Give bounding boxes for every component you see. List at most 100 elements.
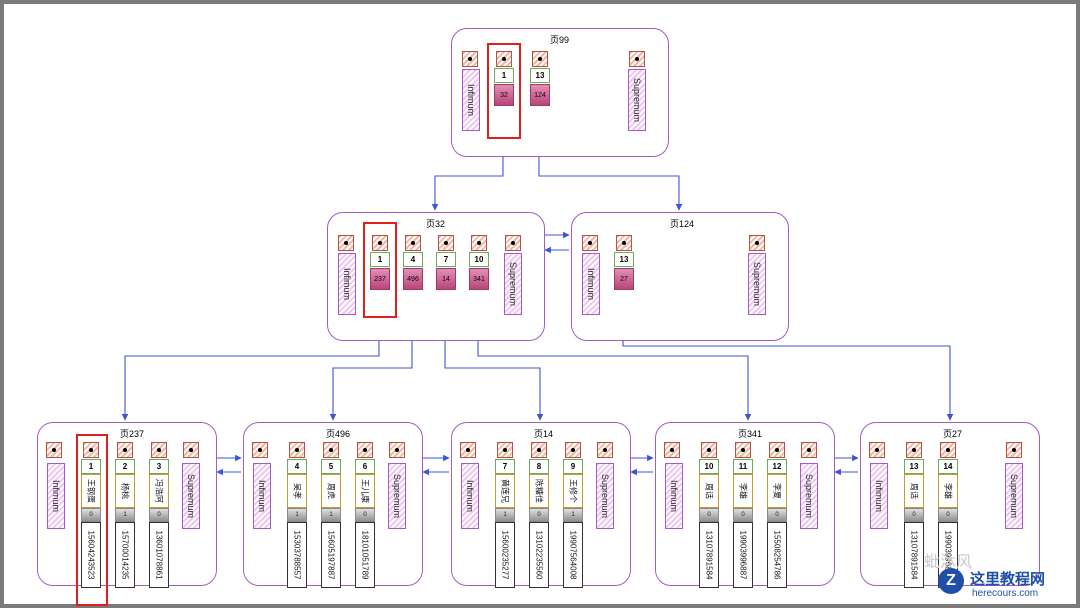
leaf-page-14-record-name-text: 王修个 xyxy=(568,479,578,503)
leaf-page-496-record-id: 5 xyxy=(321,459,341,474)
root-infimum-box-label: Infimum xyxy=(466,83,476,117)
internal-page-32-record-key: 10 xyxy=(469,252,489,267)
root-supremum-box: Supremum xyxy=(628,69,646,131)
leaf-page-341-record-phone-text: 13107891584 xyxy=(704,530,714,580)
leaf-page-341-record-flag: 0 xyxy=(767,508,787,522)
leaf-page-14-infimum-box-label: Infimum xyxy=(465,479,475,513)
leaf-page-237-record-name-text: 杨桃 xyxy=(120,483,130,499)
root-record-key: 13 xyxy=(530,68,550,83)
leaf-page-341-supremum-box-label: Supremum xyxy=(804,473,814,519)
leaf-page-14-record-phone-text: 19907564008 xyxy=(568,530,578,580)
leaf-page-27-record-phone: 13107891584 xyxy=(904,522,924,588)
watermark-site-name: 这里教程网 xyxy=(970,571,1046,588)
leaf-page-27-supremum-box: Supremum xyxy=(1005,463,1023,529)
leaf-page-237-record-flag: 0 xyxy=(149,508,169,522)
leaf-page-237-record-flag: 0 xyxy=(81,508,101,522)
leaf-page-341-record-phone: 15508254786 xyxy=(767,522,787,588)
leaf-page-14-record-phone-text: 13102235560 xyxy=(534,530,544,580)
leaf-page-14-record-flag: 1 xyxy=(495,508,515,522)
leaf-page-496-supremum-box-label: Supremum xyxy=(392,473,402,519)
internal-page-32-title: 页32 xyxy=(426,219,446,229)
leaf-page-237-record-id: 3 xyxy=(149,459,169,474)
leaf-page-496-record-id: 4 xyxy=(287,459,307,474)
leaf-page-14-record-name-text: 陈糖佳 xyxy=(534,479,544,503)
internal-page-32-record-child-page: 237 xyxy=(370,268,390,290)
leaf-page-341-record-name: 李夏 xyxy=(767,474,787,508)
leaf-page-27-record-id: 13 xyxy=(904,459,924,474)
leaf-page-237-record-id: 2 xyxy=(115,459,135,474)
root-record-key: 1 xyxy=(494,68,514,83)
internal-page-32-record-child-page: 341 xyxy=(469,268,489,290)
leaf-page-27-record-name-text: 李雄 xyxy=(943,483,953,499)
leaf-page-496-record-phone-text: 18101051789 xyxy=(360,530,370,580)
internal-page-124-infimum-box: Infimum xyxy=(582,253,600,315)
watermark-author: 蚍沐风 xyxy=(924,554,973,571)
leaf-page-496-record-name-text: 周虎 xyxy=(326,483,336,499)
leaf-page-14-supremum-box: Supremum xyxy=(596,463,614,529)
leaf-page-496-record-name: 周虎 xyxy=(321,474,341,508)
leaf-page-237-record-pointer xyxy=(117,442,133,458)
leaf-page-14-record-name: 陈糖佳 xyxy=(529,474,549,508)
leaf-page-341-record-phone: 13107891584 xyxy=(699,522,719,588)
leaf-page-496-record-phone: 18101051789 xyxy=(355,522,375,588)
leaf-page-14-title: 页14 xyxy=(534,429,554,439)
leaf-page-496-record-id: 6 xyxy=(355,459,375,474)
leaf-page-14-record-phone: 15600235277 xyxy=(495,522,515,588)
internal-page-124-supremum-box-label: Supremum xyxy=(752,261,762,307)
internal-page-32-infimum-box-label: Infimum xyxy=(342,267,352,301)
leaf-page-496-record-flag: 1 xyxy=(287,508,307,522)
leaf-page-341-record-id: 12 xyxy=(767,459,787,474)
internal-page-32-record-pointer xyxy=(438,235,454,251)
root-record-child-page: 124 xyxy=(530,84,550,106)
internal-page-32-supremum-box: Supremum xyxy=(504,253,522,315)
leaf-page-496-record-name: 王儿康 xyxy=(355,474,375,508)
leaf-page-14-record-name: 王修个 xyxy=(563,474,583,508)
leaf-page-237-infimum-pointer xyxy=(46,442,62,458)
leaf-page-14-record-pointer xyxy=(497,442,513,458)
leaf-page-496-record-pointer xyxy=(289,442,305,458)
leaf-page-341-record-phone-text: 15508254786 xyxy=(772,530,782,580)
leaf-page-27-record-flag: 0 xyxy=(938,508,958,522)
internal-page-32-record-key: 4 xyxy=(403,252,423,267)
leaf-page-496-record-pointer xyxy=(323,442,339,458)
root-supremum-box-label: Supremum xyxy=(632,77,642,123)
page237-highlight-box xyxy=(76,434,108,606)
root-infimum-box: Infimum xyxy=(462,69,480,131)
leaf-page-341-record-name-text: 李夏 xyxy=(772,483,782,499)
leaf-page-496-record-name: 吴孝 xyxy=(287,474,307,508)
leaf-page-14-infimum-pointer xyxy=(460,442,476,458)
internal-page-32-record-child-page: 14 xyxy=(436,268,456,290)
root-record-child-page: 32 xyxy=(494,84,514,106)
leaf-page-14-record-id: 7 xyxy=(495,459,515,474)
leaf-page-27-supremum-pointer xyxy=(1006,442,1022,458)
internal-page-32-record-child-page: 496 xyxy=(403,268,423,290)
leaf-page-341-record-pointer xyxy=(769,442,785,458)
internal-page-32-supremum-pointer xyxy=(505,235,521,251)
leaf-page-341-record-id: 11 xyxy=(733,459,753,474)
leaf-page-341-record-id: 10 xyxy=(699,459,719,474)
leaf-page-237-record-id: 1 xyxy=(81,459,101,474)
internal-page-124-supremum-pointer xyxy=(749,235,765,251)
leaf-page-496-infimum-pointer xyxy=(252,442,268,458)
internal-page-124-record-child-page: 27 xyxy=(614,268,634,290)
leaf-page-237-record-name: 冯浩阿 xyxy=(149,474,169,508)
leaf-page-27-record-pointer xyxy=(906,442,922,458)
internal-page-124-infimum-box-label: Infimum xyxy=(586,267,596,301)
leaf-page-341-record-name-text: 周话 xyxy=(704,483,714,499)
watermark-site-url: herecours.com xyxy=(972,588,1039,599)
internal-page-32-record-pointer xyxy=(405,235,421,251)
leaf-page-496-infimum-box-label: Infimum xyxy=(257,479,267,513)
leaf-page-14-record-phone: 13102235560 xyxy=(529,522,549,588)
root-title: 页99 xyxy=(550,35,570,45)
leaf-page-237-record-name: 王钢蛋 xyxy=(81,474,101,508)
leaf-page-341-infimum-box: Infimum xyxy=(665,463,683,529)
leaf-page-14-infimum-box: Infimum xyxy=(461,463,479,529)
leaf-page-14-record-flag: 1 xyxy=(563,508,583,522)
leaf-page-14-supremum-box-label: Supremum xyxy=(600,473,610,519)
leaf-page-237-record-phone-text: 13601078861 xyxy=(154,530,164,580)
leaf-page-237-record-phone: 15604243523 xyxy=(81,522,101,588)
leaf-page-237-infimum-box: Infimum xyxy=(47,463,65,529)
